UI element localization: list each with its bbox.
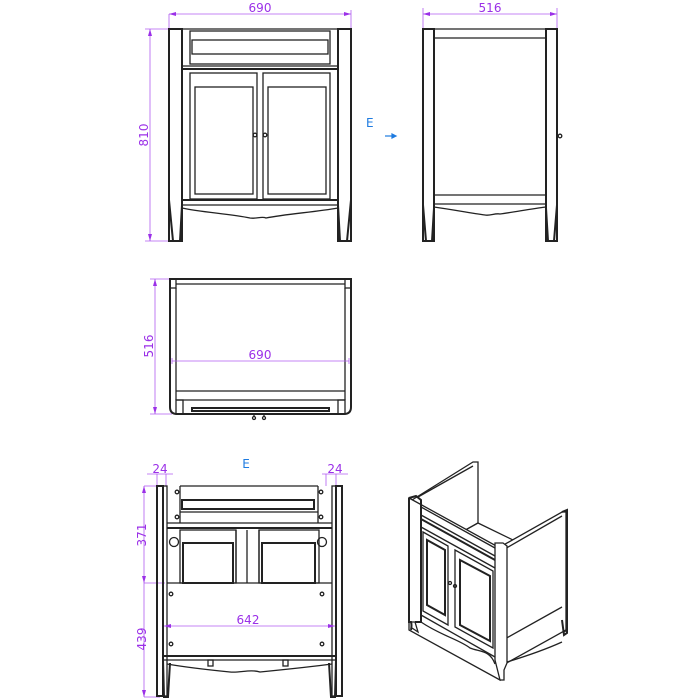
section-left-door bbox=[182, 542, 234, 584]
top-width-dimension: 690 bbox=[171, 348, 350, 364]
iso-right-door bbox=[454, 548, 494, 650]
left-leg bbox=[168, 28, 183, 242]
section-right-door bbox=[261, 542, 316, 584]
side-depth-label: 516 bbox=[479, 1, 502, 15]
section-e-view: E 24 24 371 439 bbox=[135, 457, 348, 698]
side-view: 516 E bbox=[366, 1, 563, 242]
right-door bbox=[262, 72, 331, 200]
section-marker-label: E bbox=[366, 116, 374, 130]
upper-height-dimension: 371 bbox=[135, 485, 165, 584]
left-thickness-label: 24 bbox=[152, 462, 167, 476]
side-right-post bbox=[545, 28, 558, 242]
isometric-view bbox=[408, 461, 568, 682]
section-right-side bbox=[335, 485, 343, 697]
right-thickness-label: 24 bbox=[327, 462, 342, 476]
section-e-title: E bbox=[242, 457, 250, 471]
front-width-label: 690 bbox=[249, 1, 272, 15]
front-height-dimension: 810 bbox=[137, 28, 172, 242]
left-door bbox=[189, 72, 258, 200]
right-knob bbox=[262, 132, 268, 138]
front-view: 690 810 bbox=[137, 1, 352, 242]
top-view: 516 690 bbox=[142, 278, 352, 421]
iso-left-door bbox=[422, 530, 449, 627]
top-depth-dimension: 516 bbox=[142, 278, 172, 415]
side-left-post bbox=[422, 28, 435, 242]
right-leg bbox=[337, 28, 352, 242]
iso-right-panel bbox=[499, 511, 567, 667]
top-depth-label: 516 bbox=[142, 335, 156, 358]
lower-height-label: 439 bbox=[135, 628, 149, 651]
front-apron bbox=[181, 207, 339, 219]
inner-width-dimension: 642 bbox=[164, 613, 335, 628]
left-knob bbox=[252, 132, 258, 138]
front-width-dimension: 690 bbox=[168, 1, 352, 30]
top-drawer-front bbox=[189, 30, 331, 65]
inner-width-label: 642 bbox=[237, 613, 260, 627]
section-left-side bbox=[156, 485, 164, 697]
side-apron bbox=[433, 206, 547, 216]
lower-height-dimension: 439 bbox=[135, 583, 160, 698]
top-width-label: 690 bbox=[249, 348, 272, 362]
section-drawer-front bbox=[181, 499, 315, 510]
right-thickness-dimension: 24 bbox=[322, 462, 348, 486]
left-thickness-dimension: 24 bbox=[147, 462, 173, 486]
section-marker-e: E bbox=[366, 116, 398, 139]
side-depth-dimension: 516 bbox=[422, 1, 558, 30]
side-knob bbox=[557, 133, 563, 139]
upper-height-label: 371 bbox=[135, 524, 149, 547]
top-outline bbox=[169, 278, 352, 415]
front-height-label: 810 bbox=[137, 124, 151, 147]
